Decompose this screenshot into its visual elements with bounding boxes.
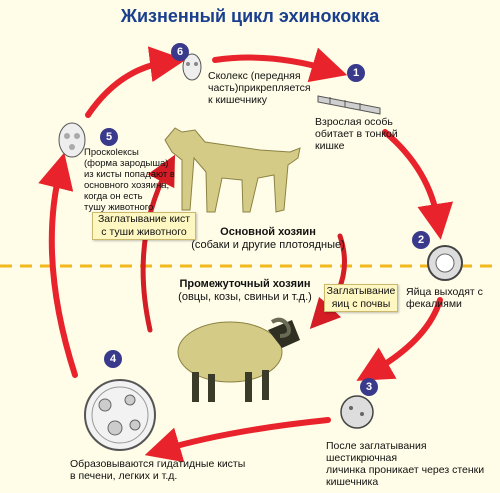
sheep-illustration bbox=[177, 317, 300, 402]
step-6-label: Сколекс (передняя часть)прикрепляется к … bbox=[208, 70, 311, 106]
arrow-2-to-3 bbox=[356, 297, 443, 381]
larva-illustration bbox=[340, 395, 374, 429]
definitive-host-title: Основной хозяин bbox=[220, 226, 316, 238]
step-3-label: После заглатывания шестикрючная личинка … bbox=[326, 440, 485, 488]
step-5-label: Проскolексы (форма зародыша) из кисты по… bbox=[84, 147, 175, 213]
arrow-cyst-ingestion bbox=[140, 154, 175, 333]
step-2-label: Яйца выходят с фекалиями bbox=[406, 286, 483, 310]
step-4-badge: 4 bbox=[104, 350, 122, 368]
step-6-badge: 6 bbox=[171, 43, 189, 61]
intermediate-host-title: Промежуточный хозяин bbox=[179, 278, 311, 290]
definitive-host-subtitle: (собаки и другие плотоядные) bbox=[191, 239, 345, 251]
carcass-cyst-ingestion-box: Заглатывание кист с туши животного bbox=[92, 212, 196, 240]
arrow-5-to-6 bbox=[85, 46, 186, 118]
protoscolex-illustration bbox=[58, 122, 86, 158]
step-1-label: Взрослая особь обитает в тонкой кишке bbox=[315, 116, 398, 152]
step-1-badge: 1 bbox=[347, 64, 365, 82]
adult-worm-illustration bbox=[317, 95, 381, 115]
hydatid-cyst-illustration bbox=[84, 379, 156, 451]
cycle-arrows bbox=[38, 46, 454, 463]
arrow-4-to-5 bbox=[38, 152, 78, 378]
intermediate-host-subtitle: (овцы, козы, свиньи и т.д.) bbox=[178, 291, 312, 303]
diagram-title: Жизненный цикл эхинококка bbox=[120, 6, 380, 26]
definitive-host-label: Основной хозяин(собаки и другие плотоядн… bbox=[188, 226, 348, 252]
step-5-badge: 5 bbox=[100, 128, 118, 146]
dog-illustration bbox=[164, 127, 301, 213]
arrow-6-to-1 bbox=[212, 47, 348, 83]
intermediate-host-label: Промежуточный хозяин(овцы, козы, свиньи … bbox=[165, 278, 325, 304]
step-2-badge: 2 bbox=[412, 231, 430, 249]
scolex-illustration bbox=[182, 53, 202, 81]
step-4-label: Образовываются гидатидные кисты в печени… bbox=[70, 458, 246, 482]
step-3-badge: 3 bbox=[360, 378, 378, 396]
arrow-1-to-2 bbox=[382, 129, 454, 240]
soil-egg-ingestion-box: Заглатывание яиц с почвы bbox=[324, 284, 398, 312]
arrow-3-to-4 bbox=[144, 417, 331, 463]
egg-illustration bbox=[427, 245, 463, 281]
